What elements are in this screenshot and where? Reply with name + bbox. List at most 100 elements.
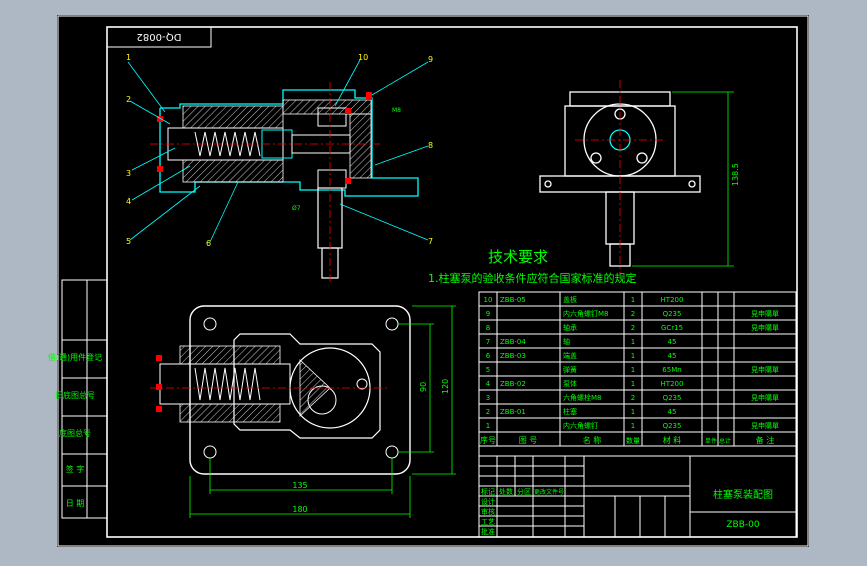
parts-cell-material: GCr15 [661,324,683,332]
parts-list-header: 序号 图 号 名 称 数量 材 料 单件 总计 备 注 [480,435,774,445]
side-label-2: 旧底图总号 [55,390,95,400]
parts-cell-material: 65Mn [662,366,681,374]
parts-cell-code: ZBB-05 [500,296,526,304]
drawing-code-box: DQ-0082 [106,26,212,48]
fit-tag-1: M8 [392,107,401,114]
plan-outer-width: 180 [292,505,307,514]
parts-cell-note: 見申購單 [751,323,779,332]
parts-cell-name: 轴 [563,337,570,346]
callout-7: 7 [428,237,433,246]
tb-design: 设计 [481,497,495,506]
parts-cell-no: 8 [486,324,490,332]
side-column [61,279,108,519]
parts-cell-qty: 1 [631,338,635,346]
parts-cell-code: ZBB-04 [500,338,526,346]
plan-inner-height: 90 [419,382,428,392]
header-name: 名 称 [583,435,602,445]
parts-cell-no: 6 [486,352,491,360]
plan-dimensions [189,305,456,518]
side-height-dimension [632,91,734,267]
plan-view [150,305,411,475]
tb-zone: 分区 [517,487,531,496]
title-block-grid [478,445,797,538]
parts-cell-note: 見申購單 [751,365,779,374]
header-code: 图 号 [519,436,538,445]
parts-cell-name: 端盖 [563,351,577,360]
parts-cell-material: 45 [668,338,677,346]
parts-cell-qty: 1 [631,408,635,416]
side-label-4: 签 字 [66,464,85,474]
side-label-1: 借(通)用件登记 [48,352,102,362]
drawing-code-text: DQ-0082 [137,31,182,42]
parts-cell-material: Q235 [663,394,682,402]
parts-cell-name: 柱塞 [563,407,577,416]
callout-6: 6 [206,239,211,248]
drawing-name: 柱塞泵装配图 [713,488,773,501]
parts-cell-code: ZBB-02 [500,380,526,388]
tb-mark: 标记 [481,487,495,496]
parts-cell-name: 弹簧 [563,365,577,374]
header-weight: 单件 总计 [705,437,731,445]
callout-9: 9 [428,55,433,64]
parts-cell-no: 2 [486,408,490,416]
parts-cell-note: 見申購單 [751,309,779,318]
parts-cell-material: 45 [668,352,677,360]
parts-cell-material: Q235 [663,422,682,430]
parts-cell-name: 内六角螺钉M8 [563,309,609,318]
parts-cell-code: ZBB-03 [500,352,526,360]
parts-cell-name: 轴承 [563,323,577,332]
parts-cell-qty: 2 [631,394,635,402]
parts-cell-material: HT200 [661,296,684,304]
parts-cell-qty: 1 [631,422,635,430]
parts-cell-no: 4 [486,380,491,388]
callout-5: 5 [126,237,131,246]
callout-4: 4 [126,197,131,206]
callout-8: 8 [428,141,433,150]
tech-req-item-1: 1.柱塞泵的验收条件应符合国家标准的规定 [428,271,637,285]
parts-cell-material: 45 [668,408,677,416]
parts-cell-name: 泵体 [563,379,577,388]
tb-process: 工艺 [481,518,495,526]
parts-cell-material: HT200 [661,380,684,388]
tb-count: 处数 [499,487,513,496]
parts-cell-name: 六角螺栓M8 [563,393,602,402]
tb-review: 审核 [481,507,495,516]
parts-cell-note: 見申購單 [751,421,779,430]
outer-border [57,15,809,547]
tech-req-title: 技术要求 [488,248,548,266]
callout-3: 3 [126,169,131,178]
callout-10: 10 [358,53,368,62]
parts-cell-material: Q235 [663,310,682,318]
callout-1: 1 [126,53,131,62]
header-no: 序号 [480,435,496,445]
parts-cell-no: 3 [486,394,490,402]
parts-cell-qty: 2 [631,324,635,332]
parts-cell-no: 9 [486,310,490,318]
parts-cell-no: 5 [486,366,490,374]
side-label-3: 底图总号 [59,428,91,438]
header-material: 材 料 [663,435,682,445]
parts-cell-qty: 1 [631,296,635,304]
header-note: 备 注 [756,435,775,445]
front-leaders [127,59,429,243]
parts-cell-no: 10 [484,296,493,304]
parts-cell-no: 1 [486,422,490,430]
tb-change-doc: 更改文件号 [534,488,564,496]
plan-inner-width: 135 [292,481,307,490]
header-qty: 数量 [626,436,640,445]
drawing-number: ZBB-00 [726,520,759,530]
parts-cell-qty: 2 [631,310,635,318]
side-label-5: 日 期 [66,499,85,508]
parts-cell-qty: 1 [631,380,635,388]
tb-approve: 批准 [481,527,495,536]
parts-cell-qty: 1 [631,352,635,360]
front-section-view [150,82,419,285]
callout-2: 2 [126,95,131,104]
parts-cell-code: ZBB-01 [500,408,526,416]
parts-cell-name: 内六角螺钉 [563,421,598,430]
plan-outer-height: 120 [441,379,450,394]
parts-cell-note: 見申購單 [751,393,779,402]
